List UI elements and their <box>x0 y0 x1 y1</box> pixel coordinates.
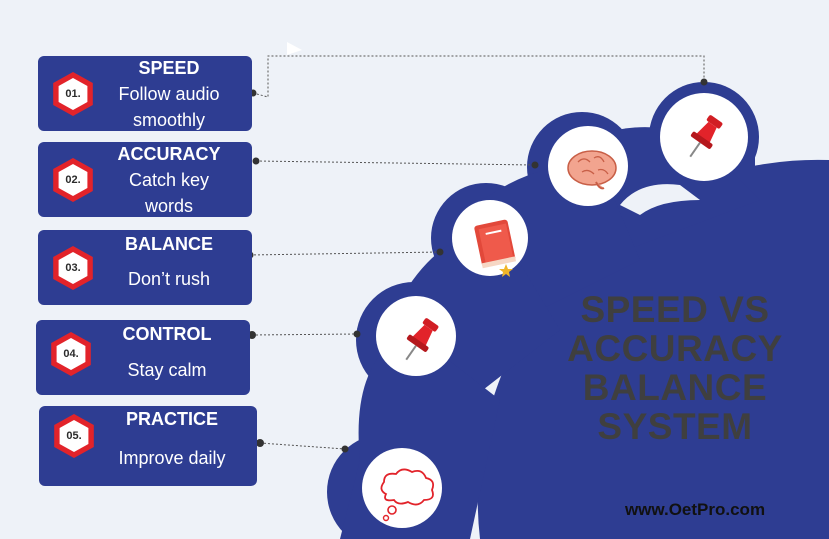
step-title: CONTROL <box>122 324 212 344</box>
book-icon <box>452 200 528 277</box>
step-number-badge: 01. <box>53 72 93 116</box>
step-title: BALANCE <box>125 234 213 254</box>
step-number: 05. <box>59 420 89 452</box>
step-number-badge: 04. <box>51 332 91 376</box>
headline: SPEED VS ACCURACY BALANCE SYSTEM <box>560 290 790 446</box>
pushpin-icon <box>660 93 748 181</box>
step-title: SPEED <box>138 58 200 78</box>
thought-bubble-icon <box>362 448 442 528</box>
step-title: PRACTICE <box>125 409 218 429</box>
step-card-accuracy: 02. ACCURACY Catch key words <box>38 142 252 217</box>
step-number-badge: 05. <box>54 414 94 458</box>
brain-icon <box>548 126 628 206</box>
step-subtitle-line1: Improve daily <box>118 448 226 468</box>
headline-line1: SPEED VS <box>580 289 770 330</box>
step-number: 01. <box>58 78 88 110</box>
headline-line3: BALANCE <box>582 367 768 408</box>
step-card-control: 04. CONTROL Stay calm <box>36 320 250 395</box>
step-card-practice: 05. PRACTICE Improve daily <box>39 406 257 486</box>
step-subtitle-line1: Stay calm <box>127 360 207 380</box>
step-subtitle-line1: Catch key <box>128 170 210 190</box>
step-subtitle-line2: words <box>144 196 193 216</box>
step-subtitle-line1: Follow audio <box>118 84 220 104</box>
step-subtitle-line2: smoothly <box>132 110 206 130</box>
website-url: www.OetPro.com <box>624 500 766 519</box>
step-title: ACCURACY <box>117 144 221 164</box>
step-card-balance: 03. BALANCE Don’t rush <box>38 230 252 305</box>
step-card-speed: 01. SPEED Follow audio smoothly <box>38 56 252 131</box>
step-number: 04. <box>56 338 86 370</box>
step-number-badge: 03. <box>53 246 93 290</box>
step-number: 03. <box>58 252 88 284</box>
step-number: 02. <box>58 164 88 196</box>
pushpin-icon <box>376 296 456 376</box>
step-subtitle-line1: Don’t rush <box>127 269 211 289</box>
headline-line4: SYSTEM <box>597 406 753 447</box>
step-number-badge: 02. <box>53 158 93 202</box>
headline-line2: ACCURACY <box>567 328 783 369</box>
